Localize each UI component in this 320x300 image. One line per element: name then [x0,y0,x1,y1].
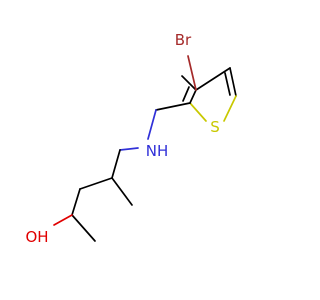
bond-n-ch2 [119,147,139,151]
bond-ring-c5-s [223,95,237,122]
bond-ring-c2-c3-double [182,86,190,102]
sulfur-atom-label: S [210,118,220,136]
bond-ch2-ch [111,149,121,179]
bond-ch2-n [147,109,157,140]
bond-ring-s-c2 [189,102,207,122]
bond-ring-c4-c5-double [224,72,231,96]
bond-c3-c2 [181,75,197,91]
bond-c-br [187,55,197,91]
bromine-atom-label: Br [175,31,192,49]
molecule-structure: Br S NH OH [25,31,237,246]
bond-ch2-choh [71,188,81,216]
amine-atom-label: NH [146,142,169,160]
bond-ring-c3-c4 [195,67,231,91]
bond-ring-c2-c3 [189,89,197,104]
hydroxyl-atom-label: OH [25,228,48,246]
bond-ring-c4-c5 [229,67,237,97]
bond-ch-ch2 [79,177,113,190]
bond-ring-ch2 [155,102,191,111]
bond-c-o [53,214,73,226]
bond-choh-ch3 [71,214,96,242]
bond-ch-ch3 [111,177,133,206]
